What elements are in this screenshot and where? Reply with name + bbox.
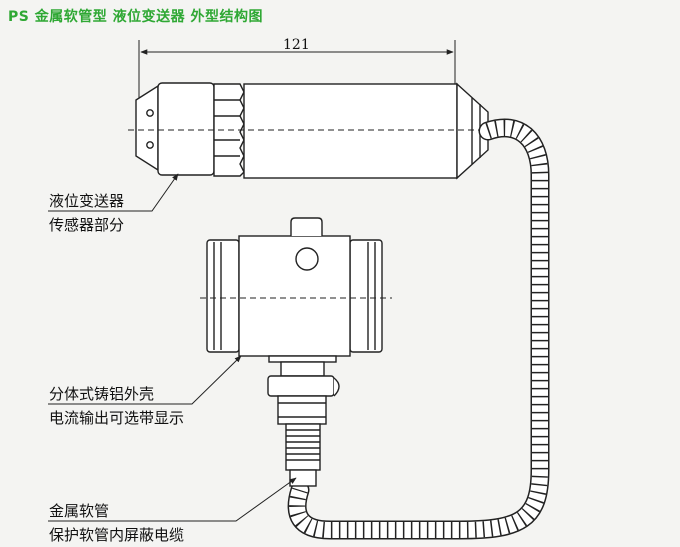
transmitter-housing [206,217,383,487]
dimension-line [138,40,456,98]
length-dimension-label: 121 [283,37,310,53]
housing-callout-line1: 分体式铸铝外壳 [49,385,155,403]
sensor-assembly [135,82,489,180]
sensor-callout-line2: 传感器部分 [49,216,125,234]
hose-callout-line1: 金属软管 [49,502,110,520]
sensor-callout-line1: 液位变送器 [49,192,125,210]
metal-hose [287,118,550,540]
housing-callout-line2: 电流输出可选带显示 [49,409,185,427]
hose-callout-line2: 保护软管内屏蔽电缆 [49,526,185,544]
callout-leaders [48,173,297,522]
diagram-title: PS 金属软管型 液位变送器 外型结构图 [8,9,263,25]
